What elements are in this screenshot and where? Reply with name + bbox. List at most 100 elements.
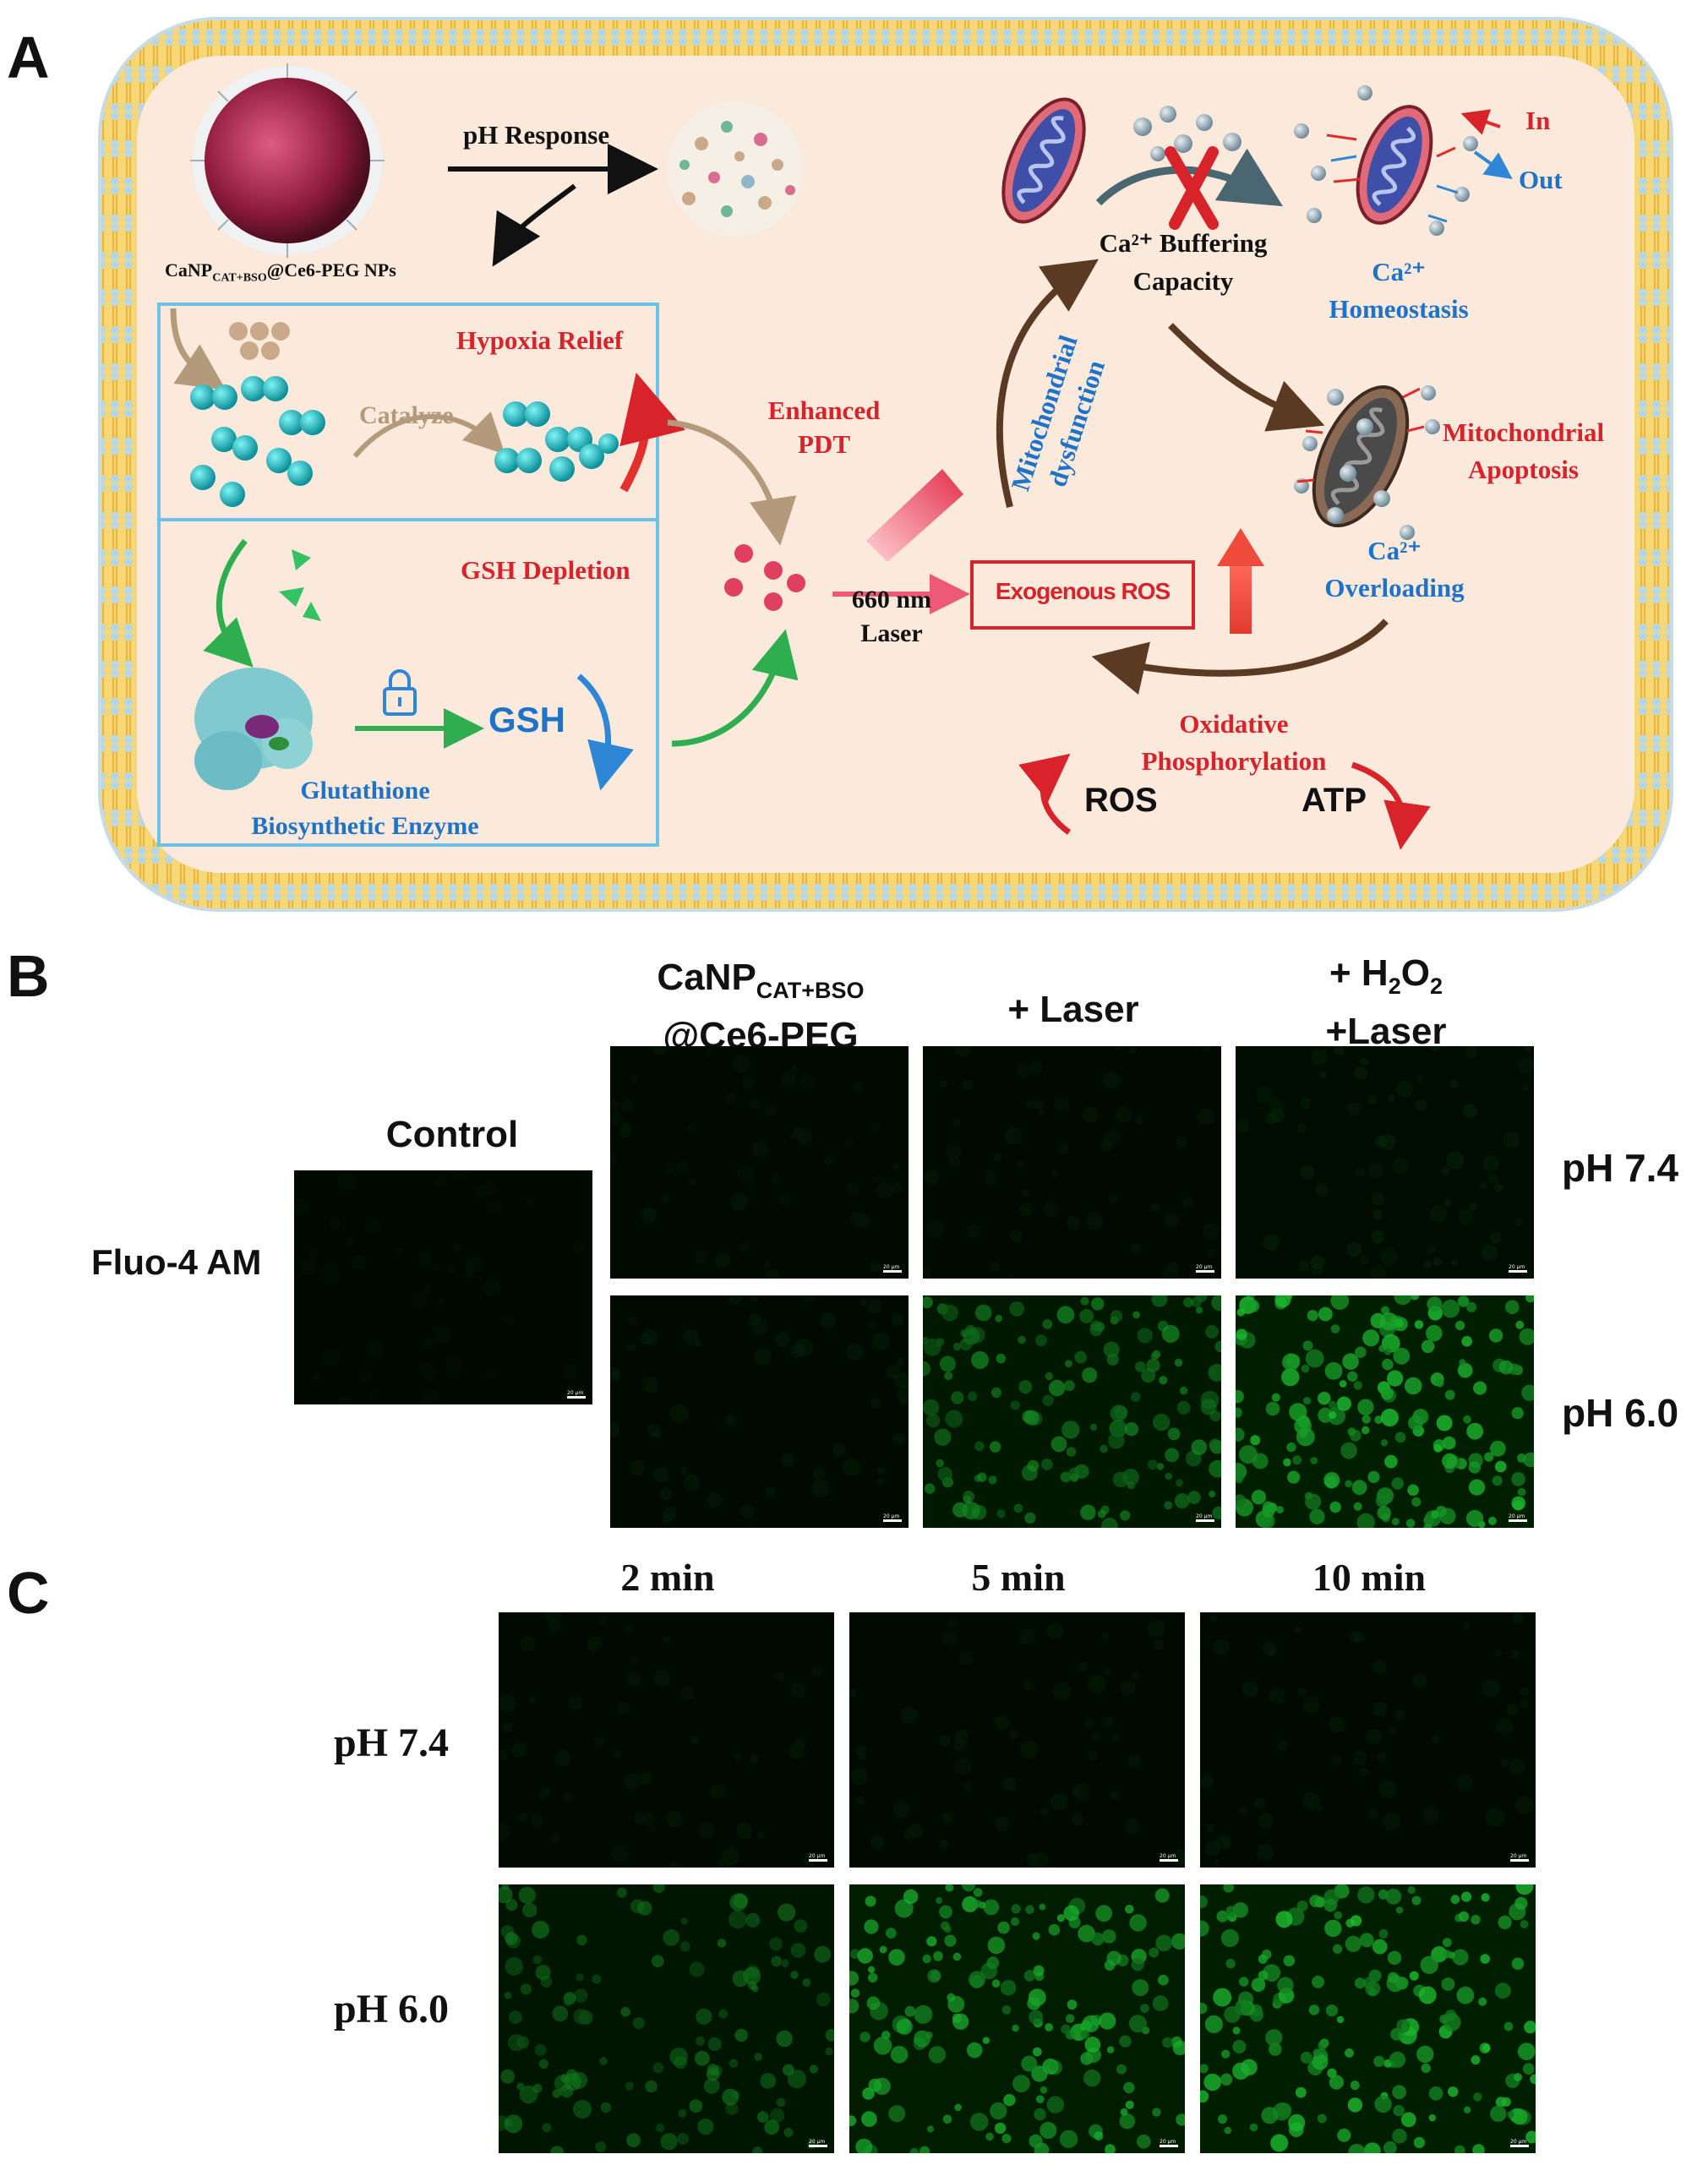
scale-bar: 20 μm	[1510, 2139, 1529, 2148]
micrograph-c-ph60-5min: 20 μm	[849, 1884, 1185, 2153]
oxygen-molecules-icon	[494, 401, 619, 482]
homeostasis-label: Ca²⁺Homeostasis	[1329, 257, 1469, 324]
gsh-depletion-label: GSH Depletion	[461, 555, 630, 585]
enzyme-icon	[194, 668, 313, 790]
scale-bar-label: 20 μm	[883, 1513, 900, 1519]
scale-bar: 20 μm	[809, 2139, 827, 2148]
fluorescence-image	[849, 1612, 1185, 1868]
panel-c-row-ph74: pH 7.4	[334, 1721, 450, 1765]
panel-c-header-5min: 5 min	[971, 1556, 1066, 1599]
panel-b-row-fluo4: Fluo-4 AM	[91, 1242, 262, 1282]
laser-beam-icon	[866, 469, 963, 562]
micrograph-b-ph60-laser: 20 μm	[923, 1295, 1221, 1528]
scale-bar-label: 20 μm	[1510, 1853, 1527, 1859]
catalase-substrate-icon	[229, 322, 290, 360]
scale-bar: 20 μm	[1196, 1513, 1214, 1523]
panel-b-row-ph74: pH 7.4	[1562, 1146, 1679, 1190]
calcium-ions-icon	[1133, 106, 1241, 161]
fluorescence-image	[923, 1046, 1221, 1279]
fluorescence-image	[610, 1046, 909, 1279]
fluorescence-image	[1236, 1295, 1534, 1528]
scale-bar: 20 μm	[1509, 1513, 1527, 1523]
panel-a: CaNPCAT+BSO@Ce6-PEG NPs pH Response Hypo…	[0, 0, 1708, 921]
fluorescence-image	[499, 1612, 834, 1868]
scale-bar: 20 μm	[1160, 1853, 1178, 1862]
panel-c-header-10min: 10 min	[1312, 1556, 1427, 1599]
micrograph-b-ph60-h2o2: 20 μm	[1236, 1295, 1534, 1528]
panel-c-row-ph60: pH 6.0	[334, 1987, 450, 2031]
micrograph-c-ph74-10min: 20 μm	[1200, 1612, 1536, 1868]
fluorescence-image	[1236, 1046, 1534, 1279]
fluorescence-image	[1200, 1612, 1536, 1868]
scale-bar: 20 μm	[883, 1264, 902, 1273]
nanoparticle-icon	[190, 63, 385, 258]
ros-label: ROS	[1084, 782, 1158, 819]
lock-icon	[383, 669, 417, 716]
panel-b-header-laser: + Laser	[1007, 989, 1139, 1030]
hypoxia-relief-label: Hypoxia Relief	[456, 325, 624, 355]
cell-diagram	[98, 17, 1673, 912]
fluorescence-image	[849, 1884, 1185, 2153]
panel-b-header-np: CaNPCAT+BSO @Ce6-PEG	[657, 957, 865, 1056]
scale-bar: 20 μm	[809, 1853, 827, 1862]
mitochondrion-normal-icon	[1001, 97, 1086, 224]
ce6-photosensitizer-icon	[724, 544, 805, 611]
fluorescence-image	[499, 1884, 834, 2153]
overloading-label: Ca²⁺Overloading	[1324, 536, 1465, 603]
blocked-x-icon	[1165, 146, 1219, 230]
panel-b-row-ph60: pH 6.0	[1562, 1391, 1679, 1435]
scale-bar: 20 μm	[1160, 2139, 1178, 2148]
mitochondrion-homeostasis-icon	[1356, 105, 1433, 225]
scale-bar-label: 20 μm	[883, 1264, 900, 1270]
scale-bar-label: 20 μm	[1509, 1513, 1525, 1519]
fluorescence-image	[294, 1170, 592, 1404]
scale-bar-label: 20 μm	[809, 1853, 826, 1859]
scale-bar-label: 20 μm	[1160, 1853, 1176, 1859]
gsh-label: GSH	[488, 700, 566, 739]
ph-response-label: pH Response	[463, 120, 610, 150]
scale-bar: 20 μm	[1509, 1264, 1527, 1273]
panel-b-header-control: Control	[385, 1114, 519, 1155]
panel-label-a: A	[7, 25, 50, 90]
scale-bar-label: 20 μm	[1509, 1264, 1525, 1270]
micrograph-b-ph74-h2o2: 20 μm	[1236, 1046, 1534, 1279]
scale-bar: 20 μm	[883, 1513, 902, 1523]
increase-arrow-icon	[1217, 528, 1264, 634]
scale-bar: 20 μm	[567, 1390, 586, 1399]
legend-in-label: In	[1525, 106, 1551, 135]
h2o2-molecules-icon	[190, 376, 325, 507]
scale-bar-label: 20 μm	[567, 1390, 584, 1396]
panel-label-c: C	[7, 1560, 50, 1626]
bso-icon	[279, 549, 321, 621]
np-label: CaNPCAT+BSO@Ce6-PEG NPs	[165, 259, 396, 285]
scale-bar-label: 20 μm	[1196, 1264, 1213, 1270]
micrograph-b-ph60-np: 20 μm	[610, 1295, 909, 1528]
panel-label-b: B	[7, 943, 50, 1009]
scale-bar-label: 20 μm	[809, 2139, 826, 2145]
fluorescence-image	[1200, 1884, 1536, 2153]
atp-label: ATP	[1301, 782, 1367, 819]
micrograph-c-ph74-2min: 20 μm	[499, 1612, 834, 1868]
catalyze-label: Catalyze	[359, 401, 454, 429]
legend-out-label: Out	[1519, 165, 1563, 194]
micrograph-c-ph60-2min: 20 μm	[499, 1884, 834, 2153]
micrograph-c-ph60-10min: 20 μm	[1200, 1884, 1536, 2153]
panel-b-header-h2o2-laser: + H2O2 +Laser	[1325, 952, 1447, 1052]
micrograph-b-ph74-laser: 20 μm	[923, 1046, 1221, 1279]
scale-bar-label: 20 μm	[1510, 2139, 1527, 2145]
micrograph-c-ph74-5min: 20 μm	[849, 1612, 1185, 1868]
fluorescence-image	[610, 1295, 909, 1528]
micrograph-b-ph74-np: 20 μm	[610, 1046, 909, 1279]
scale-bar: 20 μm	[1196, 1264, 1214, 1273]
scale-bar-label: 20 μm	[1160, 2139, 1176, 2145]
fluorescence-image	[923, 1295, 1221, 1528]
scale-bar-label: 20 μm	[1196, 1513, 1213, 1519]
dissolved-particles-icon	[668, 101, 803, 237]
panel-c-header-2min: 2 min	[620, 1556, 715, 1599]
